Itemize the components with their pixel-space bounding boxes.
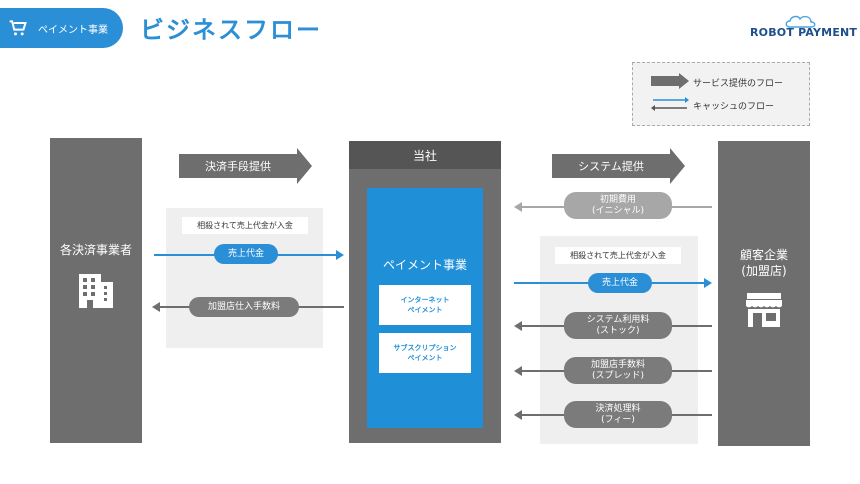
settlement-fee-line2: (フィー) — [601, 414, 635, 425]
internet-payment-box: インターネットペイメント — [379, 285, 471, 325]
company-logo: ROBOT PAYMENT — [740, 14, 857, 44]
cash-flow-arrows-icon — [651, 97, 689, 111]
section-tag: ペイメント事業 — [0, 8, 123, 48]
client-companies-label: 顧客企業 (加盟店) — [740, 247, 788, 279]
settlement-fee-line1: 決済処理料 — [595, 403, 641, 414]
system-provision-arrow — [552, 148, 685, 184]
subscription-payment-box: サブスクリプションペイメント — [379, 333, 471, 373]
legend-cash-flow: キャッシュのフロー — [693, 102, 775, 112]
subscription-payment-line1: サブスクリプション — [393, 344, 457, 352]
our-company-header: 当社 — [349, 141, 501, 169]
store-icon — [746, 293, 782, 327]
settlement-fee-pill: 決済処理料(フィー) — [564, 401, 672, 428]
payment-providers-column: 各決済事業者 — [50, 138, 142, 443]
logo-text: ROBOT PAYMENT — [750, 26, 858, 39]
initial-fee-line2: (イニシャル) — [591, 205, 645, 216]
initial-fee-line1: 初期費用 — [599, 194, 636, 205]
subscription-payment-line2: ペイメント — [407, 354, 443, 362]
building-icon — [79, 274, 113, 308]
client-companies-line1: 顧客企業 — [739, 248, 788, 262]
initial-fee-pill: 初期費用(イニシャル) — [564, 192, 672, 219]
left-fee-pill: 加盟店仕入手数料 — [189, 297, 299, 317]
payment-business-label: ペイメント事業 — [382, 258, 467, 272]
system-fee-line2: (ストック) — [596, 325, 640, 336]
internet-payment-line2: ペイメント — [407, 306, 443, 314]
legend: サービス提供のフロー キャッシュのフロー — [632, 62, 810, 126]
cart-icon — [9, 20, 27, 36]
merchant-fee-line1: 加盟店手数料 — [590, 359, 645, 370]
merchant-fee-line2: (スプレッド) — [591, 370, 644, 381]
internet-payment-line1: インターネット — [400, 296, 450, 304]
left-offset-note: 相殺されて売上代金が入金 — [182, 217, 308, 234]
client-companies-column: 顧客企業 (加盟店) — [718, 141, 810, 446]
right-offset-note: 相殺されて売上代金が入金 — [555, 247, 681, 264]
payment-method-arrow-label: 決済手段提供 — [205, 160, 271, 173]
right-sales-pill: 売上代金 — [588, 273, 652, 293]
payment-providers-label: 各決済事業者 — [59, 243, 132, 257]
page-title: ビジネスフロー — [140, 16, 322, 44]
left-sales-pill: 売上代金 — [214, 244, 278, 264]
payment-method-arrow — [179, 148, 312, 184]
system-fee-pill: システム利用料(ストック) — [564, 312, 672, 339]
section-tag-label: ペイメント事業 — [38, 24, 108, 36]
client-companies-line2: (加盟店) — [741, 264, 787, 278]
system-provision-arrow-label: システム提供 — [578, 160, 644, 173]
system-fee-line1: システム利用料 — [586, 314, 650, 325]
merchant-fee-pill: 加盟店手数料(スプレッド) — [564, 357, 672, 384]
legend-service-flow: サービス提供のフロー — [693, 79, 784, 89]
service-flow-arrow-icon — [651, 73, 689, 89]
cloud-icon — [785, 15, 816, 28]
